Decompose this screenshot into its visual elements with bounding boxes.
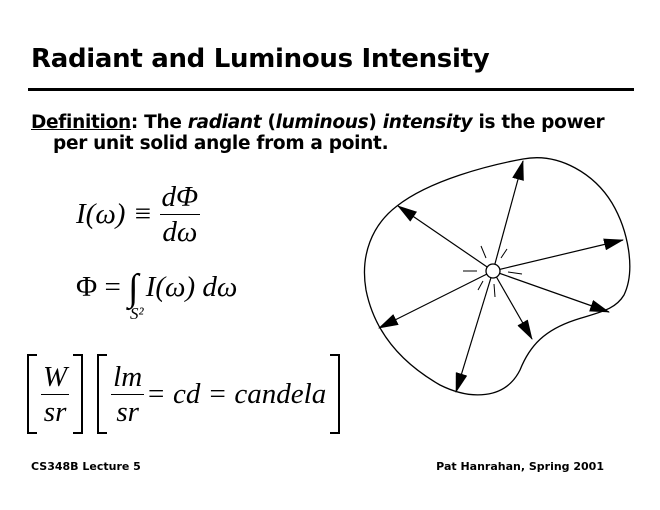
definition-label: Definition (31, 112, 131, 133)
integral-sign: ∫ (128, 267, 139, 309)
candela-equation: = cd = candela (146, 377, 327, 410)
eq2-lhs: Φ = (76, 271, 121, 303)
integral-domain: S² (130, 304, 144, 323)
equation-flux: Φ = ∫ I(ω) dω (76, 262, 238, 309)
colon: : (130, 112, 138, 133)
unit2-numerator: lm (111, 360, 145, 395)
eq1-fraction: dΦ dω (159, 180, 201, 249)
def-radiant: radiant (187, 112, 262, 133)
eq1-denominator: dω (162, 216, 198, 248)
def-paren: ( (261, 112, 276, 133)
unit-luminous: lm sr (111, 360, 145, 429)
slide-title: Radiant and Luminous Intensity (31, 44, 490, 74)
def-text: is the power (472, 112, 605, 133)
unit-radiant: W sr (41, 360, 70, 429)
def-intensity: intensity (382, 112, 473, 133)
def-paren: ) (368, 112, 383, 133)
unit2-denominator: sr (116, 395, 139, 428)
point-source (485, 263, 501, 279)
definition: Definition: The radiant (luminous) inten… (31, 112, 641, 154)
intensity-arrows (378, 160, 624, 393)
eq1-numerator: dΦ (159, 181, 201, 215)
arrow (492, 160, 524, 272)
def-text: The (137, 112, 188, 133)
unit1-numerator: W (41, 360, 70, 395)
arrow (397, 205, 494, 272)
bracket-left (97, 354, 108, 434)
footer-author: Pat Hanrahan, Spring 2001 (436, 460, 604, 473)
bracket-right (330, 354, 341, 434)
arrow (378, 270, 494, 329)
light-rays (463, 245, 523, 298)
equation-intensity: I(ω) ≡ dΦ dω (76, 180, 201, 249)
bracket-right (73, 354, 84, 434)
def-luminous: luminous (275, 112, 369, 133)
arrow (492, 270, 610, 313)
units-row: W sr lm sr = cd = candela (27, 354, 341, 434)
definition-line-2: per unit solid angle from a point. (53, 133, 389, 154)
eq2-rhs: I(ω) dω (145, 271, 238, 303)
bracket-left (27, 354, 37, 434)
arrow (455, 270, 494, 393)
unit1-denominator: sr (43, 395, 67, 428)
eq1-lhs: I(ω) ≡ (76, 198, 153, 230)
arrow (492, 238, 624, 272)
arrow (492, 270, 533, 340)
footer-course: CS348B Lecture 5 (31, 460, 141, 473)
title-rule (28, 88, 634, 91)
